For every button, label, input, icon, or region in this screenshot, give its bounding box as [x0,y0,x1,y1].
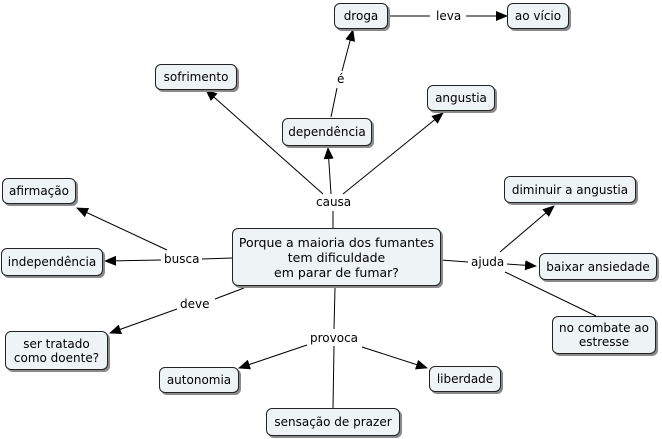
concept-dependencia: dependência [282,118,372,146]
arrow-deve-ser-tratado [109,308,178,334]
connector-center-deve [214,287,245,300]
connector-dependencia-e [330,87,338,118]
connector-center-ajuda [440,259,469,263]
arrow-causa-dependencia [323,147,334,195]
arrow-provoca-autonomia [238,344,308,370]
arrow-busca-independencia [104,255,162,266]
connector-ajuda-combate [504,271,597,317]
link-leva: leva [434,9,464,23]
concept-afirmacao: afirmação [2,178,76,204]
connector-center-provoca [333,287,336,330]
concept-baixar-ansiedade: baixar ansiedade [539,253,657,280]
arrow-e-droga [341,29,355,72]
concept-angustia: angustia [427,85,495,111]
concept-central-question: Porque a maioria dos fumantes tem dificu… [232,228,441,286]
concept-ao-vicio: ao vício [507,3,569,29]
arrow-causa-sofrimento [205,89,324,195]
concept-droga: droga [334,3,388,29]
link-e: é [335,72,347,86]
link-deve: deve [178,297,212,311]
link-ajuda: ajuda [469,255,507,269]
concept-diminuir-angustia: diminuir a angustia [504,176,636,203]
arrow-busca-afirmacao [76,207,168,251]
concept-sensacao-prazer: sensação de prazer [266,408,400,436]
arrow-ajuda-baixar [506,260,537,271]
link-busca: busca [162,252,202,266]
connector-provoca-sensacao [332,345,335,409]
link-causa: causa [314,195,354,209]
concept-autonomia: autonomia [159,367,239,393]
arrow-ajuda-diminuir [499,205,555,253]
concept-ser-tratado: ser tratado como doente? [5,331,108,370]
arrow-provoca-liberdade [361,346,428,370]
concept-liberdade: liberdade [429,366,501,392]
concept-independencia: independência [1,248,103,276]
concept-combate-estresse: no combate ao estresse [552,316,656,354]
concept-sofrimento: sofrimento [155,64,237,90]
link-provoca: provoca [308,331,361,345]
arrow-causa-angustia [342,112,444,195]
connector-center-busca [201,257,233,260]
